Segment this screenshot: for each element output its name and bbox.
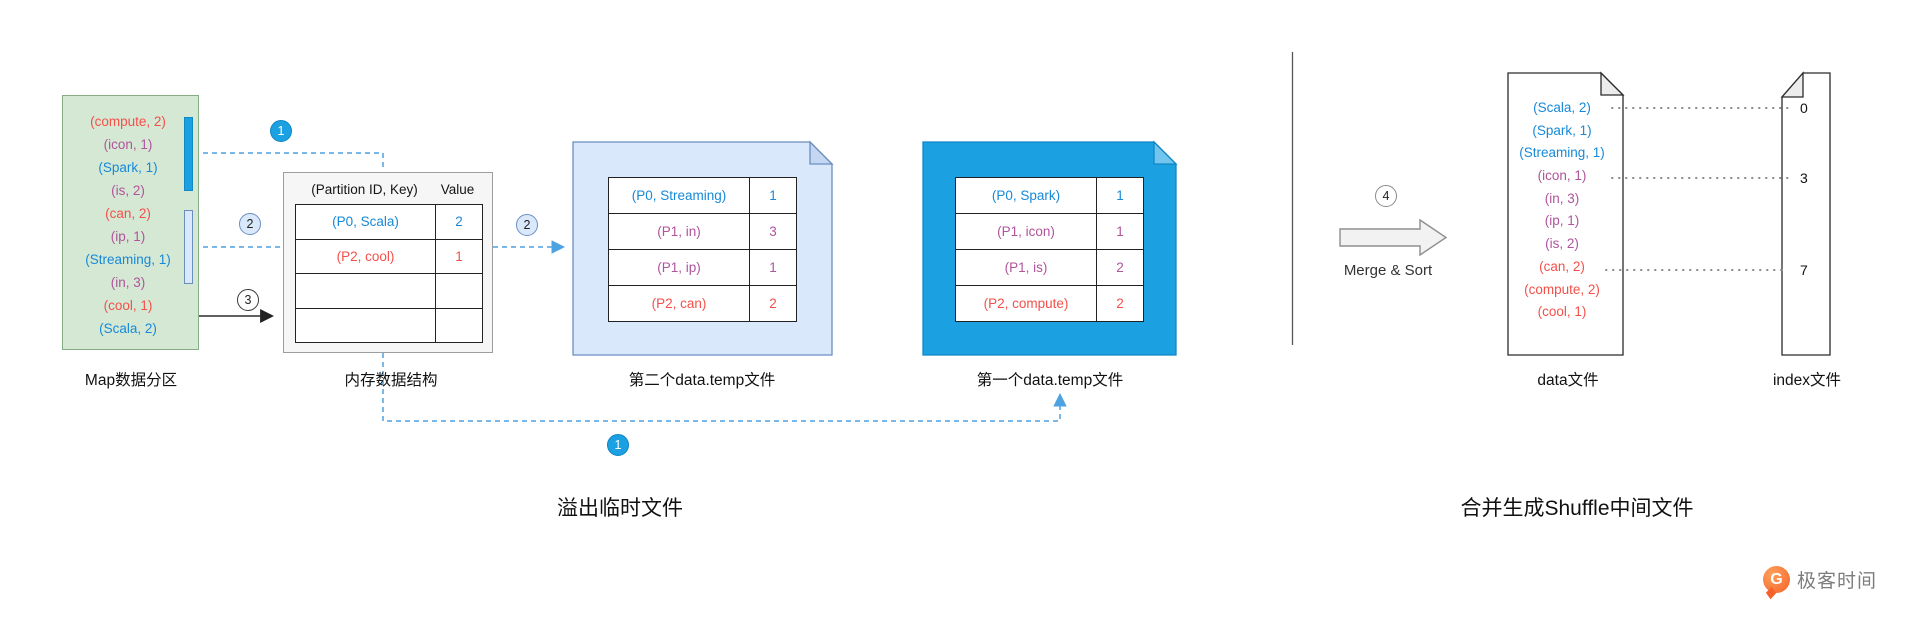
index-file-fold-icon	[1780, 71, 1804, 98]
partition-key-cell: (P2, can)	[609, 286, 750, 321]
partition-key-cell: (P2, compute)	[956, 286, 1097, 321]
map-item: (Streaming, 1)	[85, 252, 171, 267]
data-file-item: (can, 2)	[1539, 258, 1585, 274]
partition-key-cell: (P1, is)	[956, 250, 1097, 285]
partition-key-cell	[296, 274, 436, 308]
temp-file-1-label: 第一个data.temp文件	[976, 372, 1124, 389]
table-row: (P2, can) 2	[609, 285, 796, 321]
map-item: (in, 3)	[110, 275, 146, 290]
value-cell: 2	[1116, 296, 1124, 311]
left-caption: 溢出临时文件	[557, 497, 683, 520]
table-row: (P0, Streaming) 1	[609, 178, 796, 213]
data-file-items: (Scala, 2) (Spark, 1) (Streaming, 1) (ic…	[1509, 97, 1615, 324]
merge-sort-arrow-icon	[1339, 218, 1448, 257]
temp-file-1-table: (P0, Spark) 1 (P1, icon) 1 (P1, is) 2 (P…	[955, 177, 1144, 322]
value-cell: 1	[1116, 188, 1124, 203]
map-item: (can, 2)	[105, 206, 151, 221]
temp-file-2-label: 第二个data.temp文件	[628, 372, 776, 389]
step-badge-2: 2	[516, 214, 538, 236]
table-row: (P1, ip) 1	[609, 249, 796, 285]
partition-key-cell: (P1, icon)	[956, 214, 1097, 249]
data-file-label: data文件	[1537, 372, 1599, 389]
step-badge-1: 1	[607, 434, 629, 456]
table-row: (P0, Spark) 1	[956, 178, 1143, 213]
data-file-item: (Spark, 1)	[1532, 122, 1592, 138]
value-cell: 2	[769, 296, 777, 311]
memory-table: (P0, Scala) 2 (P2, cool) 1	[295, 204, 483, 343]
geektime-logo-icon: G	[1763, 566, 1790, 593]
geektime-logo-text: 极客时间	[1797, 571, 1878, 592]
map-item: (compute, 2)	[90, 114, 166, 129]
table-row	[296, 273, 482, 308]
map-item: (cool, 1)	[103, 298, 153, 313]
data-file-item: (Streaming, 1)	[1519, 145, 1605, 161]
value-cell: 1	[769, 260, 777, 275]
index-offset: 0	[1800, 100, 1808, 116]
table-row: (P2, cool) 1	[296, 238, 482, 273]
value-cell: 2	[1116, 260, 1124, 275]
step-badge-1: 1	[270, 120, 292, 142]
value-cell: 1	[1116, 224, 1124, 239]
map-partition-items: (compute, 2) (icon, 1) (Spark, 1) (is, 2…	[62, 110, 194, 340]
index-offset: 3	[1800, 170, 1808, 186]
step-badge-2: 2	[239, 213, 261, 235]
partition-key-cell: (P0, Streaming)	[609, 178, 750, 213]
temp-file-2-table: (P0, Streaming) 1 (P1, in) 3 (P1, ip) 1 …	[608, 177, 797, 322]
table-row: (P2, compute) 2	[956, 285, 1143, 321]
partition-key-cell: (P1, ip)	[609, 250, 750, 285]
data-file-item: (is, 2)	[1545, 236, 1579, 252]
spill-batch-1-bar	[184, 117, 193, 191]
map-item: (Spark, 1)	[98, 160, 158, 175]
data-file-item: (icon, 1)	[1537, 168, 1587, 184]
partition-key-cell: (P0, Scala)	[296, 205, 436, 239]
memory-header-value: Value	[440, 182, 475, 197]
data-file-item: (compute, 2)	[1524, 281, 1600, 297]
spill-connector-1-bottom-arrow	[382, 353, 1067, 422]
table-row: (P1, in) 3	[609, 213, 796, 249]
map-item: (ip, 1)	[110, 229, 146, 244]
value-cell	[436, 309, 482, 343]
table-row: (P1, is) 2	[956, 249, 1143, 285]
data-file-fold-icon	[1600, 71, 1625, 96]
memory-structure-label: 内存数据结构	[344, 372, 438, 389]
map-item: (Scala, 2)	[99, 321, 157, 336]
partition-key-cell: (P1, in)	[609, 214, 750, 249]
data-file-item: (cool, 1)	[1537, 304, 1587, 320]
partition-key-cell: (P0, Spark)	[956, 178, 1097, 213]
value-cell: 1	[455, 248, 463, 264]
value-cell: 2	[455, 214, 463, 230]
temp-file-2-fold-icon	[809, 140, 834, 165]
data-file-item: (ip, 1)	[1544, 213, 1580, 229]
map-partition-box	[62, 95, 199, 350]
step-badge-3: 3	[237, 289, 259, 311]
partition-key-cell	[296, 308, 436, 342]
table-row: (P0, Scala) 2	[296, 205, 482, 239]
index-file-label: index文件	[1772, 372, 1842, 389]
memory-table-header: (Partition ID, Key) Value	[295, 178, 481, 202]
right-caption: 合并生成Shuffle中间文件	[1460, 497, 1694, 520]
geektime-logo: G 极客时间	[1763, 566, 1877, 593]
data-file-item: (in, 3)	[1544, 190, 1580, 206]
temp-file-1-fold-icon	[1153, 140, 1178, 165]
table-row	[296, 307, 482, 343]
value-cell	[436, 274, 482, 308]
index-offset: 7	[1800, 262, 1808, 278]
map-item: (icon, 1)	[103, 137, 153, 152]
step-badge-4: 4	[1375, 185, 1397, 207]
value-cell: 3	[769, 224, 777, 239]
table-row: (P1, icon) 1	[956, 213, 1143, 249]
map-item: (is, 2)	[111, 183, 145, 198]
partition-key-cell: (P2, cool)	[296, 239, 436, 273]
data-file-document	[1507, 72, 1624, 356]
merge-sort-label: Merge & Sort	[1343, 262, 1433, 279]
spill-connector-1	[194, 152, 384, 170]
memory-header-key: (Partition ID, Key)	[311, 182, 418, 197]
map-partition-label: Map数据分区	[84, 372, 178, 389]
value-cell: 1	[769, 188, 777, 203]
spill-batch-2-bar	[184, 210, 193, 284]
data-file-item: (Scala, 2)	[1533, 100, 1591, 115]
